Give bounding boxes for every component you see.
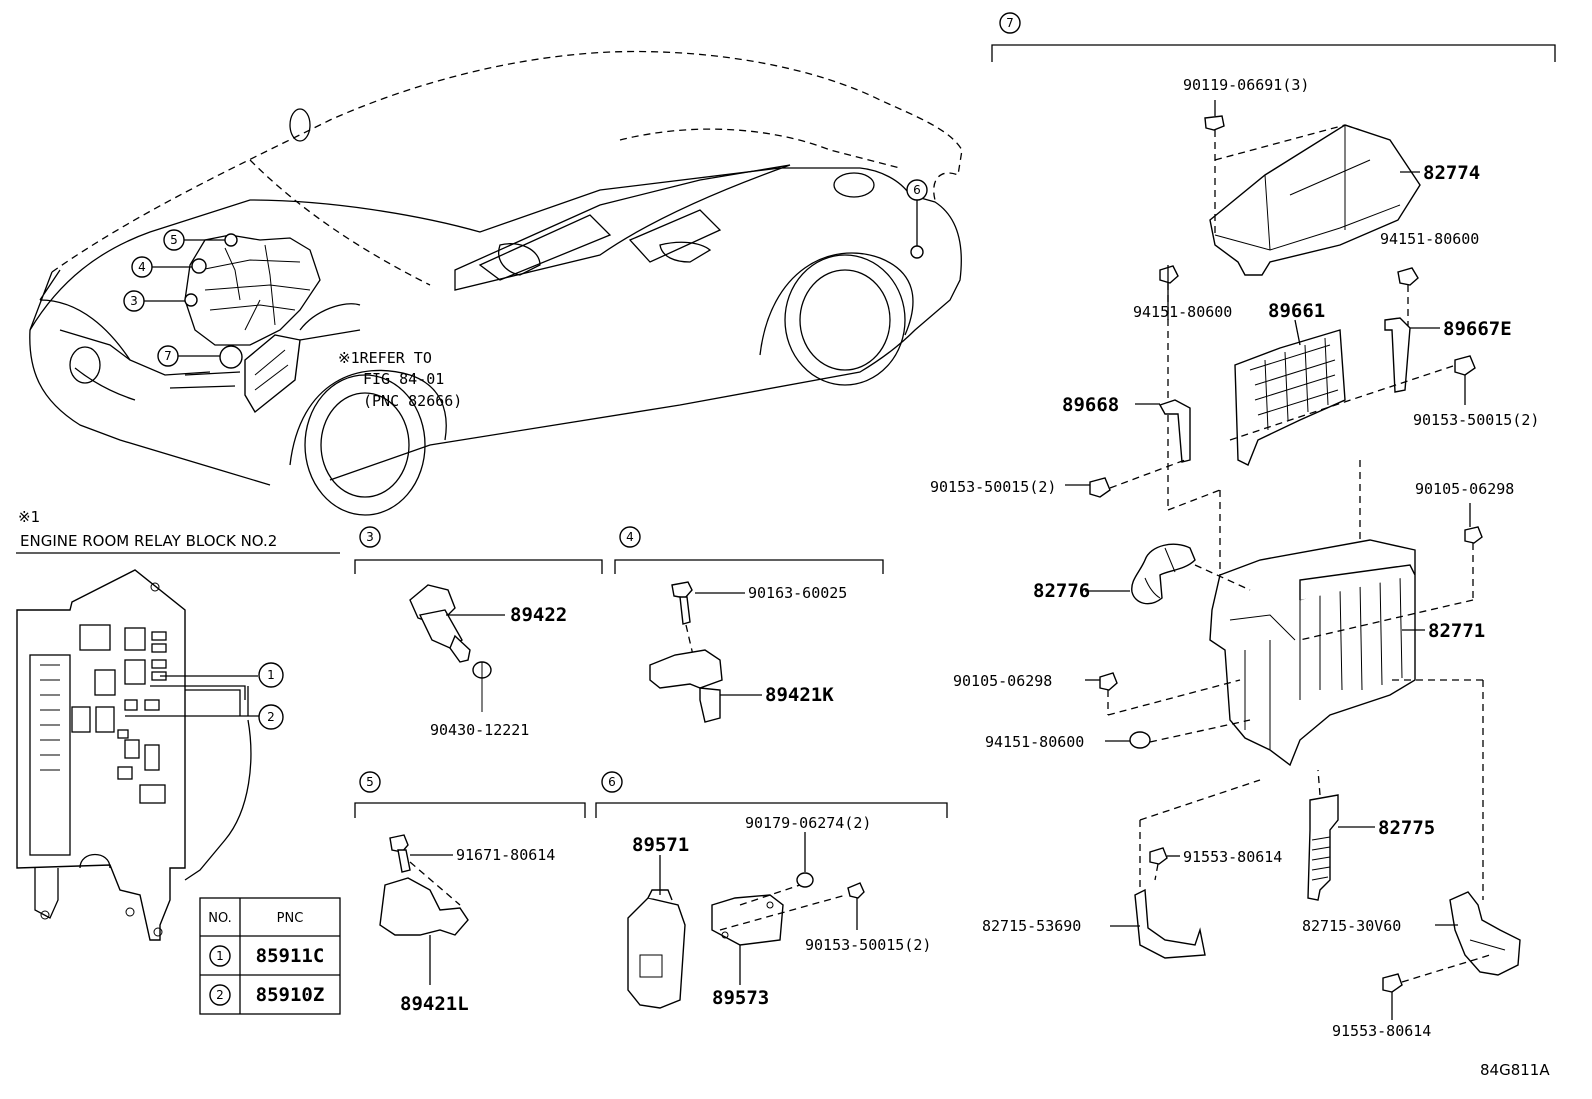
svg-text:6: 6 bbox=[608, 775, 616, 789]
part-91553-80614: 91553-80614 bbox=[1183, 848, 1282, 866]
pnc-table: NO. PNC 1 85911C 2 85910Z bbox=[199, 897, 341, 1015]
part-94151-80600: 94151-80600 bbox=[985, 733, 1084, 751]
table-row-pnc: 85911C bbox=[256, 945, 325, 967]
figure-code: 84G811A bbox=[1480, 1061, 1550, 1079]
callout-6-car: 6 bbox=[906, 179, 928, 201]
part-89661: 89661 bbox=[1268, 300, 1325, 322]
part-90430-12221: 90430-12221 bbox=[430, 721, 529, 739]
refer-note-line3: (PNC 82666) bbox=[363, 392, 462, 410]
svg-text:1: 1 bbox=[267, 668, 275, 682]
refer-note-line2: FIG 84-01 bbox=[363, 370, 444, 388]
callout-1-relay: 1 bbox=[258, 662, 284, 688]
table-row-no: 2 bbox=[216, 988, 224, 1002]
part-90153-50015: 90153-50015(2) bbox=[1413, 411, 1539, 429]
callout-4-car: 4 bbox=[131, 256, 153, 278]
group-7: 7 bbox=[930, 12, 1556, 1040]
group-4: 4 90163-60025 89421K bbox=[614, 526, 884, 723]
callout-5-car: 5 bbox=[163, 229, 185, 251]
part-82775: 82775 bbox=[1378, 817, 1435, 839]
group-3: 3 89422 90430-12221 bbox=[354, 526, 603, 739]
group-6: 6 89571 90179-06274(2) 90153-50015(2) 89… bbox=[595, 771, 948, 1009]
svg-text:4: 4 bbox=[626, 530, 634, 544]
part-90163-60025: 90163-60025 bbox=[748, 584, 847, 602]
part-89571: 89571 bbox=[632, 834, 689, 856]
part-90179-06274: 90179-06274(2) bbox=[745, 814, 871, 832]
part-90105-06298: 90105-06298 bbox=[1415, 480, 1514, 498]
part-91671-80614: 91671-80614 bbox=[456, 846, 555, 864]
relay-block-illustration bbox=[16, 569, 262, 941]
part-90153-50015: 90153-50015(2) bbox=[930, 478, 1056, 496]
callout-7-car: 7 bbox=[157, 345, 179, 367]
part-94151-80600: 94151-80600 bbox=[1380, 230, 1479, 248]
part-89668: 89668 bbox=[1062, 394, 1119, 416]
part-90153-50015: 90153-50015(2) bbox=[805, 936, 931, 954]
part-89422: 89422 bbox=[510, 604, 567, 626]
svg-text:5: 5 bbox=[366, 775, 374, 789]
svg-text:3: 3 bbox=[366, 530, 374, 544]
part-91553-80614: 91553-80614 bbox=[1332, 1022, 1431, 1040]
svg-text:4: 4 bbox=[138, 260, 146, 274]
table-row-no: 1 bbox=[216, 949, 224, 963]
relay-block-mark: ※1 bbox=[18, 508, 40, 526]
table-header-no: NO. bbox=[208, 911, 232, 926]
svg-text:2: 2 bbox=[267, 710, 275, 724]
table-row-pnc: 85910Z bbox=[256, 984, 325, 1006]
callout-2-relay: 2 bbox=[258, 704, 284, 730]
svg-text:5: 5 bbox=[170, 233, 178, 247]
part-89573: 89573 bbox=[712, 987, 769, 1009]
part-82715-30V60: 82715-30V60 bbox=[1302, 917, 1401, 935]
svg-text:3: 3 bbox=[130, 294, 138, 308]
part-82771: 82771 bbox=[1428, 620, 1485, 642]
relay-block-title: ENGINE ROOM RELAY BLOCK NO.2 bbox=[20, 532, 277, 550]
part-94151-80600: 94151-80600 bbox=[1133, 303, 1232, 321]
part-90119-06691: 90119-06691(3) bbox=[1183, 76, 1309, 94]
part-89421K: 89421K bbox=[765, 684, 834, 706]
svg-text:7: 7 bbox=[164, 349, 172, 363]
callout-3-car: 3 bbox=[123, 290, 145, 312]
part-89421L: 89421L bbox=[400, 993, 469, 1015]
table-header-pnc: PNC bbox=[277, 911, 304, 926]
svg-text:7: 7 bbox=[1006, 16, 1014, 30]
part-89667E: 89667E bbox=[1443, 318, 1512, 340]
group-5: 5 91671-80614 89421L bbox=[354, 771, 586, 1015]
part-90105-06298: 90105-06298 bbox=[953, 672, 1052, 690]
part-82776: 82776 bbox=[1033, 580, 1090, 602]
part-82715-53690: 82715-53690 bbox=[982, 917, 1081, 935]
car-illustration bbox=[29, 50, 963, 516]
svg-text:6: 6 bbox=[913, 183, 921, 197]
refer-note-line1: ※1REFER TO bbox=[338, 349, 432, 367]
part-82774: 82774 bbox=[1423, 162, 1480, 184]
